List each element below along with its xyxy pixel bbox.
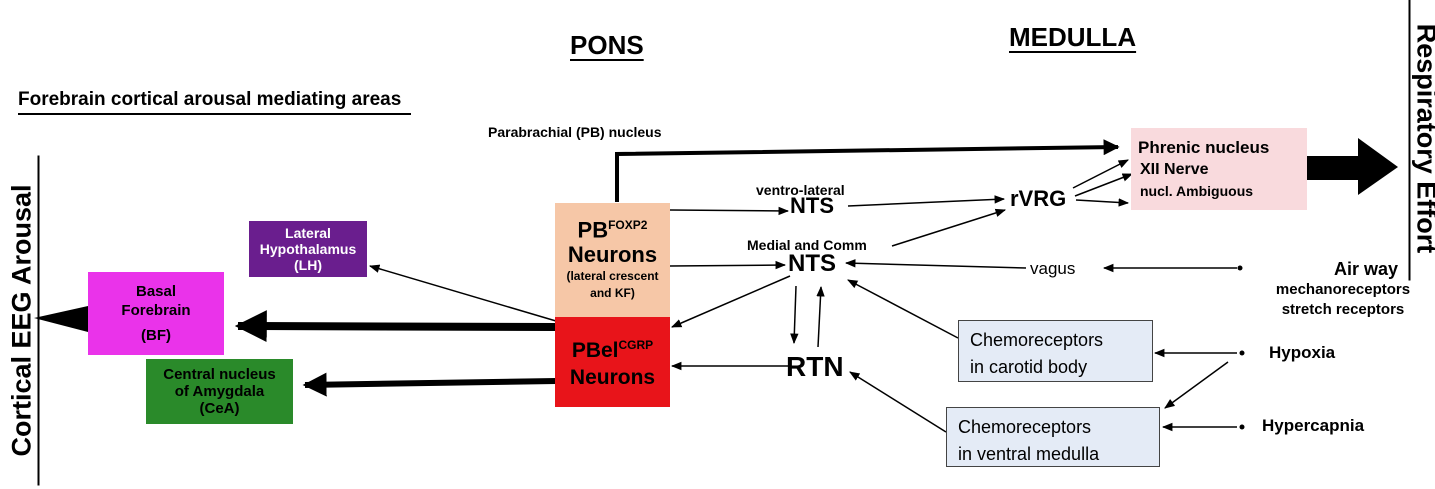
label-parabrachial: Parabrachial (PB) nucleus <box>488 124 662 140</box>
lh-line1: Lateral <box>285 225 331 241</box>
bf-line3: (BF) <box>141 327 171 344</box>
arrow-carotid-to-nts <box>847 279 959 339</box>
arrow-ventral-to-rtn <box>849 371 947 433</box>
arrow-pb-to-nts-middle <box>669 260 787 270</box>
amygdala-box: Central nucleus of Amygdala (CeA) <box>146 359 293 424</box>
chemo-carotid-box: Chemoreceptors in carotid body <box>958 320 1153 382</box>
motor-xii: XII Nerve <box>1140 161 1209 178</box>
carotid-line2: in carotid body <box>970 357 1088 377</box>
lh-line2: Hypothalamus <box>259 241 357 257</box>
arrow-rtn-to-nts <box>816 285 825 348</box>
hypercapnia-dot <box>1239 424 1245 430</box>
label-rtn: RTN <box>786 351 844 382</box>
motor-phrenic: Phrenic nucleus <box>1138 138 1270 157</box>
arrow-pb-to-phrenic <box>615 139 1120 202</box>
pbel-cgrp-line2: Neurons <box>569 366 656 389</box>
arrow-pbel-to-cea <box>302 372 557 397</box>
arrow-rvrg-to-xii <box>1074 173 1133 197</box>
ventral-line1: Chemoreceptors <box>958 417 1092 437</box>
label-nts-upper: NTS <box>790 193 834 218</box>
arrow-respiratory-output <box>1305 138 1398 195</box>
chemo-ventral-box: Chemoreceptors in ventral medulla <box>946 407 1160 467</box>
arrow-pbel-to-bf <box>234 310 557 343</box>
heading-medulla: MEDULLA <box>1009 22 1137 52</box>
arrow-nts-to-rtn <box>790 285 799 345</box>
heading-forebrain: Forebrain cortical arousal mediating are… <box>18 89 412 115</box>
pb-foxp2-sub2: and KF) <box>590 286 635 301</box>
heading-cortical-eeg-arousal: Cortical EEG Arousal <box>6 155 40 486</box>
pbel-cgrp-sup: CGRP <box>618 338 654 352</box>
motor-ambiguous: nucl. Ambiguous <box>1140 183 1254 199</box>
label-nts-middle: NTS <box>788 250 836 277</box>
hypoxia-dot <box>1239 350 1245 356</box>
arrow-mc-to-rvrg <box>891 208 1007 247</box>
arrow-pb-to-nts-upper <box>669 206 790 216</box>
cea-line1: Central nucleus <box>163 366 276 383</box>
airway-line3: stretch receptors <box>1281 301 1405 318</box>
airway-title: Air way <box>1333 259 1399 279</box>
bf-line1: Basal <box>135 283 177 300</box>
lh-line3: (LH) <box>294 257 322 273</box>
carotid-line1: Chemoreceptors <box>970 330 1104 350</box>
arrow-hypoxia-to-ventral <box>1164 361 1229 409</box>
stimulus-airway: Air way mechanoreceptors stretch recepto… <box>1258 258 1428 320</box>
pb-foxp2-line2: Neurons <box>567 242 658 268</box>
stimulus-hypoxia: Hypoxia <box>1269 343 1336 362</box>
arrow-nts-to-rvrg <box>847 195 1006 207</box>
arrow-pb-to-lh <box>368 264 557 322</box>
pb-foxp2-sub1: (lateral crescent <box>566 269 659 284</box>
pb-foxp2-main: PB <box>577 217 609 243</box>
ventral-line2: in ventral medulla <box>958 444 1100 464</box>
stimulus-hypercapnia: Hypercapnia <box>1262 416 1365 435</box>
label-ventro-lateral: ventro-lateral <box>756 182 845 198</box>
arrow-nts-to-pbel <box>671 275 791 328</box>
basal-forebrain-box: Basal Forebrain (BF) <box>88 272 224 355</box>
label-vagus: vagus <box>1030 259 1076 278</box>
cea-line2: of Amygdala <box>174 383 265 400</box>
pb-foxp2-sup: FOXP2 <box>608 218 648 232</box>
pbel-cgrp-main: PBel <box>571 339 619 362</box>
airway-dot <box>1237 265 1243 271</box>
label-medial-comm: Medial and Comm <box>747 237 867 253</box>
airway-line2: mechanoreceptors <box>1275 281 1411 298</box>
bf-line2: Forebrain <box>121 302 191 319</box>
phrenic-motor-box: Phrenic nucleus XII Nerve nucl. Ambiguou… <box>1131 128 1307 210</box>
arrow-rvrg-to-ambiguous <box>1075 198 1130 207</box>
heading-pons: PONS <box>570 30 644 60</box>
cea-line3: (CeA) <box>199 400 240 417</box>
heading-respiratory-effort: Respiratory Effort <box>1408 0 1435 281</box>
arrow-cortical-output <box>34 306 88 332</box>
lateral-hypothalamus-box: Lateral Hypothalamus (LH) <box>249 221 367 277</box>
pbel-cgrp-neurons-box: PBelCGRP Neurons <box>555 317 670 407</box>
pb-foxp2-neurons-box: PBFOXP2 Neurons (lateral crescent and KF… <box>555 203 670 317</box>
arrow-vagus-to-nts <box>844 259 1027 269</box>
arrow-rvrg-to-phrenic <box>1072 159 1129 189</box>
label-rvrg: rVRG <box>1010 186 1067 211</box>
